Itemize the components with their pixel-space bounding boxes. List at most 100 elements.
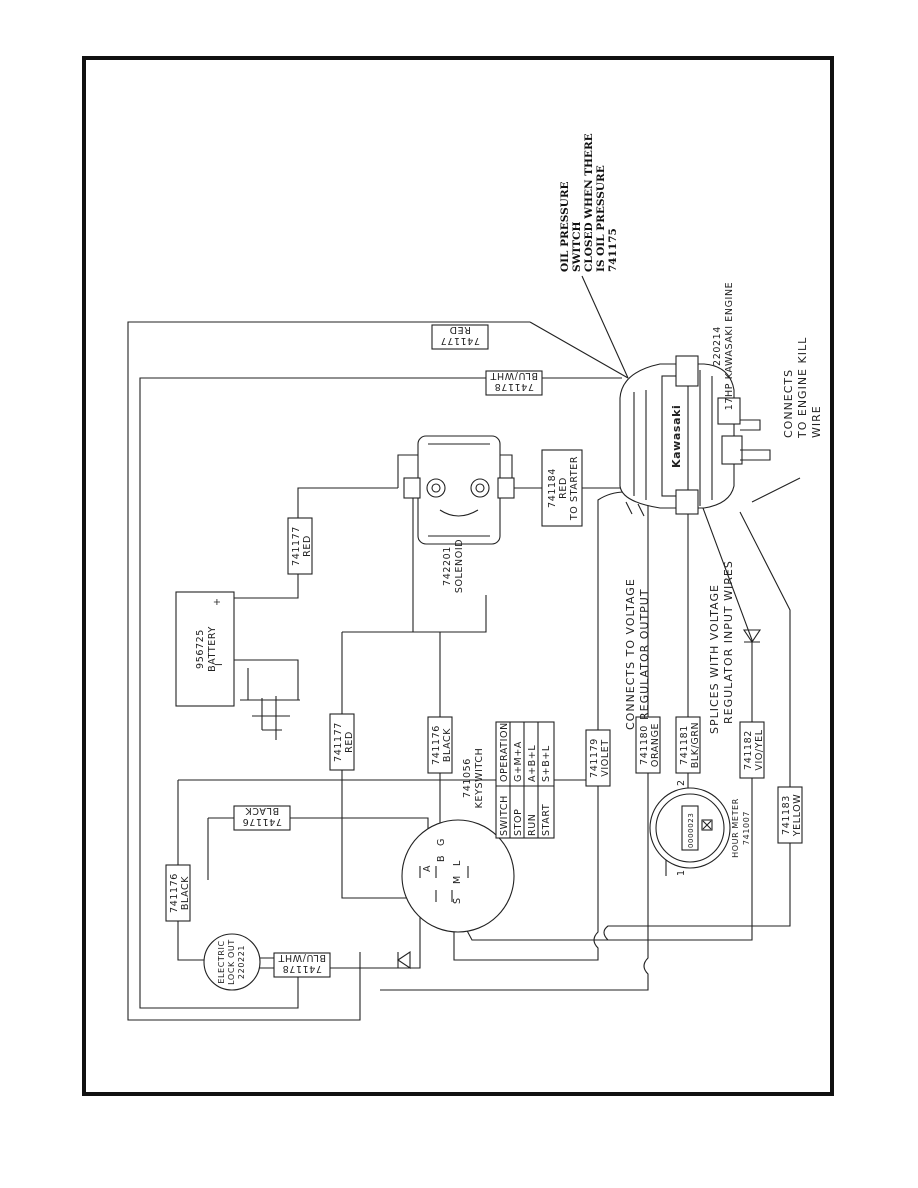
label-741184-red-starter: 741184 RED TO STARTER: [541, 449, 583, 527]
label-text: 741177: [440, 335, 480, 346]
note-line: REGULATOR INPUT WIRES: [722, 560, 735, 724]
note-engine-kill: CONNECTS TO ENGINE KILL WIRE: [782, 337, 823, 439]
kawasaki-engine: Kawasaki 220214 17HP KAWASAKI ENGINE: [619, 282, 771, 517]
label-text: VIOLET: [600, 739, 611, 776]
note-line: CONNECTS: [782, 369, 795, 438]
table-cell: STOP: [513, 809, 524, 836]
note-line: CONNECTS TO VOLTAGE: [624, 578, 637, 730]
table-cell: START: [541, 804, 552, 836]
label-text: 741176: [242, 816, 282, 827]
diagram-frame: [82, 56, 834, 1096]
terminal-b: B: [436, 855, 447, 862]
label-741176-black-lockout: 741176 BLACK: [165, 864, 191, 922]
hour-meter-display: 0000023: [687, 813, 695, 848]
battery-label: BATTERY: [207, 626, 218, 672]
hour-meter-part-number: 741007: [742, 811, 751, 845]
label-text: 741181: [679, 725, 690, 765]
table-cell: SWITCH: [499, 795, 510, 836]
terminal-s: S: [452, 897, 463, 904]
oil-note-line: OIL PRESSURE: [559, 181, 571, 272]
label-text: 741178: [282, 963, 322, 974]
label-741178-bluwht-lockout: 741178 BLU/WHT: [273, 952, 331, 978]
electric-lockout: ELECTRIC LOCK OUT 220221: [203, 933, 261, 991]
label-text: BLACK: [442, 728, 453, 762]
label-741178-bluwht-top: 741178 BLU/WHT: [485, 370, 543, 396]
lockout-label: ELECTRIC: [217, 940, 226, 983]
label-text: YELLOW: [792, 794, 803, 838]
wire-bluwht-top: [139, 377, 622, 1009]
oil-pressure-note: OIL PRESSURE SWITCH CLOSED WHEN THERE IS…: [559, 133, 629, 379]
label-text: RED: [449, 324, 471, 335]
note-line: TO ENGINE KILL: [796, 337, 809, 439]
wire-red-top: [127, 321, 629, 1021]
battery-part-number: 956725: [195, 629, 206, 669]
wire-yellow: [500, 511, 791, 941]
label-text: 741180: [639, 725, 650, 765]
hour-meter: 0000023 1 2 HOUR METER 741007: [649, 779, 751, 876]
table-cell: RUN: [527, 814, 538, 836]
diode-lockout: [397, 950, 411, 970]
label-text: 741177: [333, 722, 344, 762]
label-text: BLU/WHT: [278, 952, 326, 963]
label-text: 741179: [589, 738, 600, 778]
label-text: 741182: [743, 730, 754, 770]
note-line: REGULATOR OUTPUT: [638, 588, 651, 720]
hour-meter-pin-1: 1: [676, 869, 687, 876]
label-text: BLACK: [180, 876, 191, 910]
oil-note-line: IS OIL PRESSURE: [595, 165, 607, 272]
label-741181-blkgrn: 741181 BLK/GRN: [675, 716, 701, 774]
terminal-l: L: [452, 860, 463, 866]
engine-brand: Kawasaki: [670, 405, 683, 468]
wire-blkgrn: [665, 500, 689, 876]
hour-meter-pin-2: 2: [676, 779, 687, 786]
solenoid-label: SOLENOID: [454, 539, 465, 593]
wire-orange: [380, 500, 649, 991]
label-text: BLACK: [245, 805, 279, 816]
lockout-label: LOCK OUT: [227, 939, 236, 985]
terminal-m: M: [452, 875, 463, 884]
label-741176-black-key: 741176 BLACK: [233, 805, 291, 831]
label-741177-red-key: 741177 RED: [329, 713, 355, 771]
label-text: VIO/YEL: [754, 729, 765, 770]
label-text: 741178: [494, 381, 534, 392]
wire-kill-note: [751, 477, 801, 503]
note-line: WIRE: [810, 405, 823, 438]
oil-note-line: SWITCH: [571, 222, 583, 272]
table-cell: A+B+L: [527, 745, 538, 782]
label-text: 741177: [291, 526, 302, 566]
note-voltage-input: SPLICES WITH VOLTAGE REGULATOR INPUT WIR…: [708, 560, 735, 734]
label-741177-red-top: 741177 RED: [431, 324, 489, 350]
label-text: 741183: [781, 795, 792, 835]
label-text: BLU/WHT: [490, 370, 538, 381]
engine-label: 17HP KAWASAKI ENGINE: [724, 282, 735, 411]
label-741180-orange: 741180 ORANGE: [635, 716, 661, 774]
battery-minus: I: [214, 663, 225, 666]
label-text: ORANGE: [650, 723, 661, 767]
keyswitch: A B G S M L 741056 KEYSWITCH SWITCH OPER…: [401, 721, 555, 933]
note-line: SPLICES WITH VOLTAGE: [708, 584, 721, 734]
note-voltage-output: CONNECTS TO VOLTAGE REGULATOR OUTPUT: [624, 578, 651, 730]
hour-meter-label: HOUR METER: [731, 798, 740, 858]
label-741179-violet: 741179 VIOLET: [585, 729, 611, 787]
solenoid: 742201 SOLENOID: [403, 435, 515, 593]
engine-part-number: 220214: [712, 326, 723, 366]
keyswitch-part-number: 741056: [462, 758, 473, 798]
table-cell: G+M+A: [513, 741, 524, 782]
label-text: 741184: [547, 468, 558, 508]
lockout-part-number: 220221: [237, 945, 246, 979]
keyswitch-table: SWITCH OPERATION STOP G+M+A RUN A+B+L ST…: [495, 721, 555, 839]
table-cell: S+B+L: [541, 745, 552, 782]
label-text: TO STARTER: [569, 456, 580, 521]
label-741182-vioyel: 741182 VIO/YEL: [739, 721, 765, 779]
label-text: 741176: [431, 725, 442, 765]
keyswitch-terminals: A B G S M L: [422, 838, 463, 904]
label-text: RED: [558, 477, 569, 499]
terminal-a: A: [422, 865, 433, 872]
label-741177-red-battery: 741177 RED: [287, 517, 313, 575]
keyswitch-label: KEYSWITCH: [474, 748, 485, 809]
table-cell: OPERATION: [499, 722, 510, 782]
diode-vioyel: [742, 629, 762, 643]
terminal-g: G: [436, 838, 447, 846]
label-text: RED: [302, 535, 313, 557]
